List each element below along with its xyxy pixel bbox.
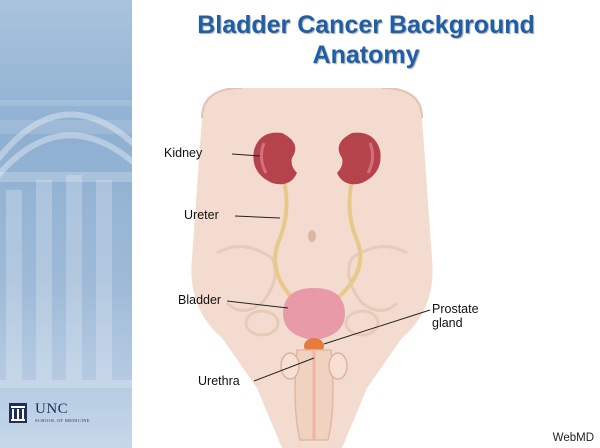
building-icon — [8, 402, 28, 424]
prostate-label-line-2: gland — [432, 316, 463, 330]
columns-watermark — [0, 0, 132, 448]
image-credit: WebMD — [553, 432, 594, 444]
slide-title: Bladder Cancer Background Anatomy — [132, 10, 600, 70]
slide-title-line-2: Anatomy — [132, 40, 600, 70]
logo-subtext: SCHOOL OF MEDICINE — [35, 419, 90, 424]
urinary-tract-diagram — [132, 88, 600, 448]
right-testis — [329, 353, 347, 379]
bladder-label: Bladder — [178, 293, 221, 307]
sidebar-panel: UNC SCHOOL OF MEDICINE — [0, 0, 132, 448]
unc-logo: UNC SCHOOL OF MEDICINE — [8, 402, 90, 424]
urethra-label: Urethra — [198, 374, 240, 388]
bladder — [283, 288, 345, 340]
kidney-label: Kidney — [164, 146, 202, 160]
logo-text: UNC — [35, 402, 90, 417]
navel — [308, 230, 316, 242]
left-testis — [281, 353, 299, 379]
prostate-label-line-1: Prostate — [432, 302, 479, 316]
ureter-label: Ureter — [184, 208, 219, 222]
slide-title-line-1: Bladder Cancer Background — [132, 10, 600, 40]
anatomy-illustration: Kidney Ureter Bladder Prostate gland Ure… — [132, 88, 600, 448]
